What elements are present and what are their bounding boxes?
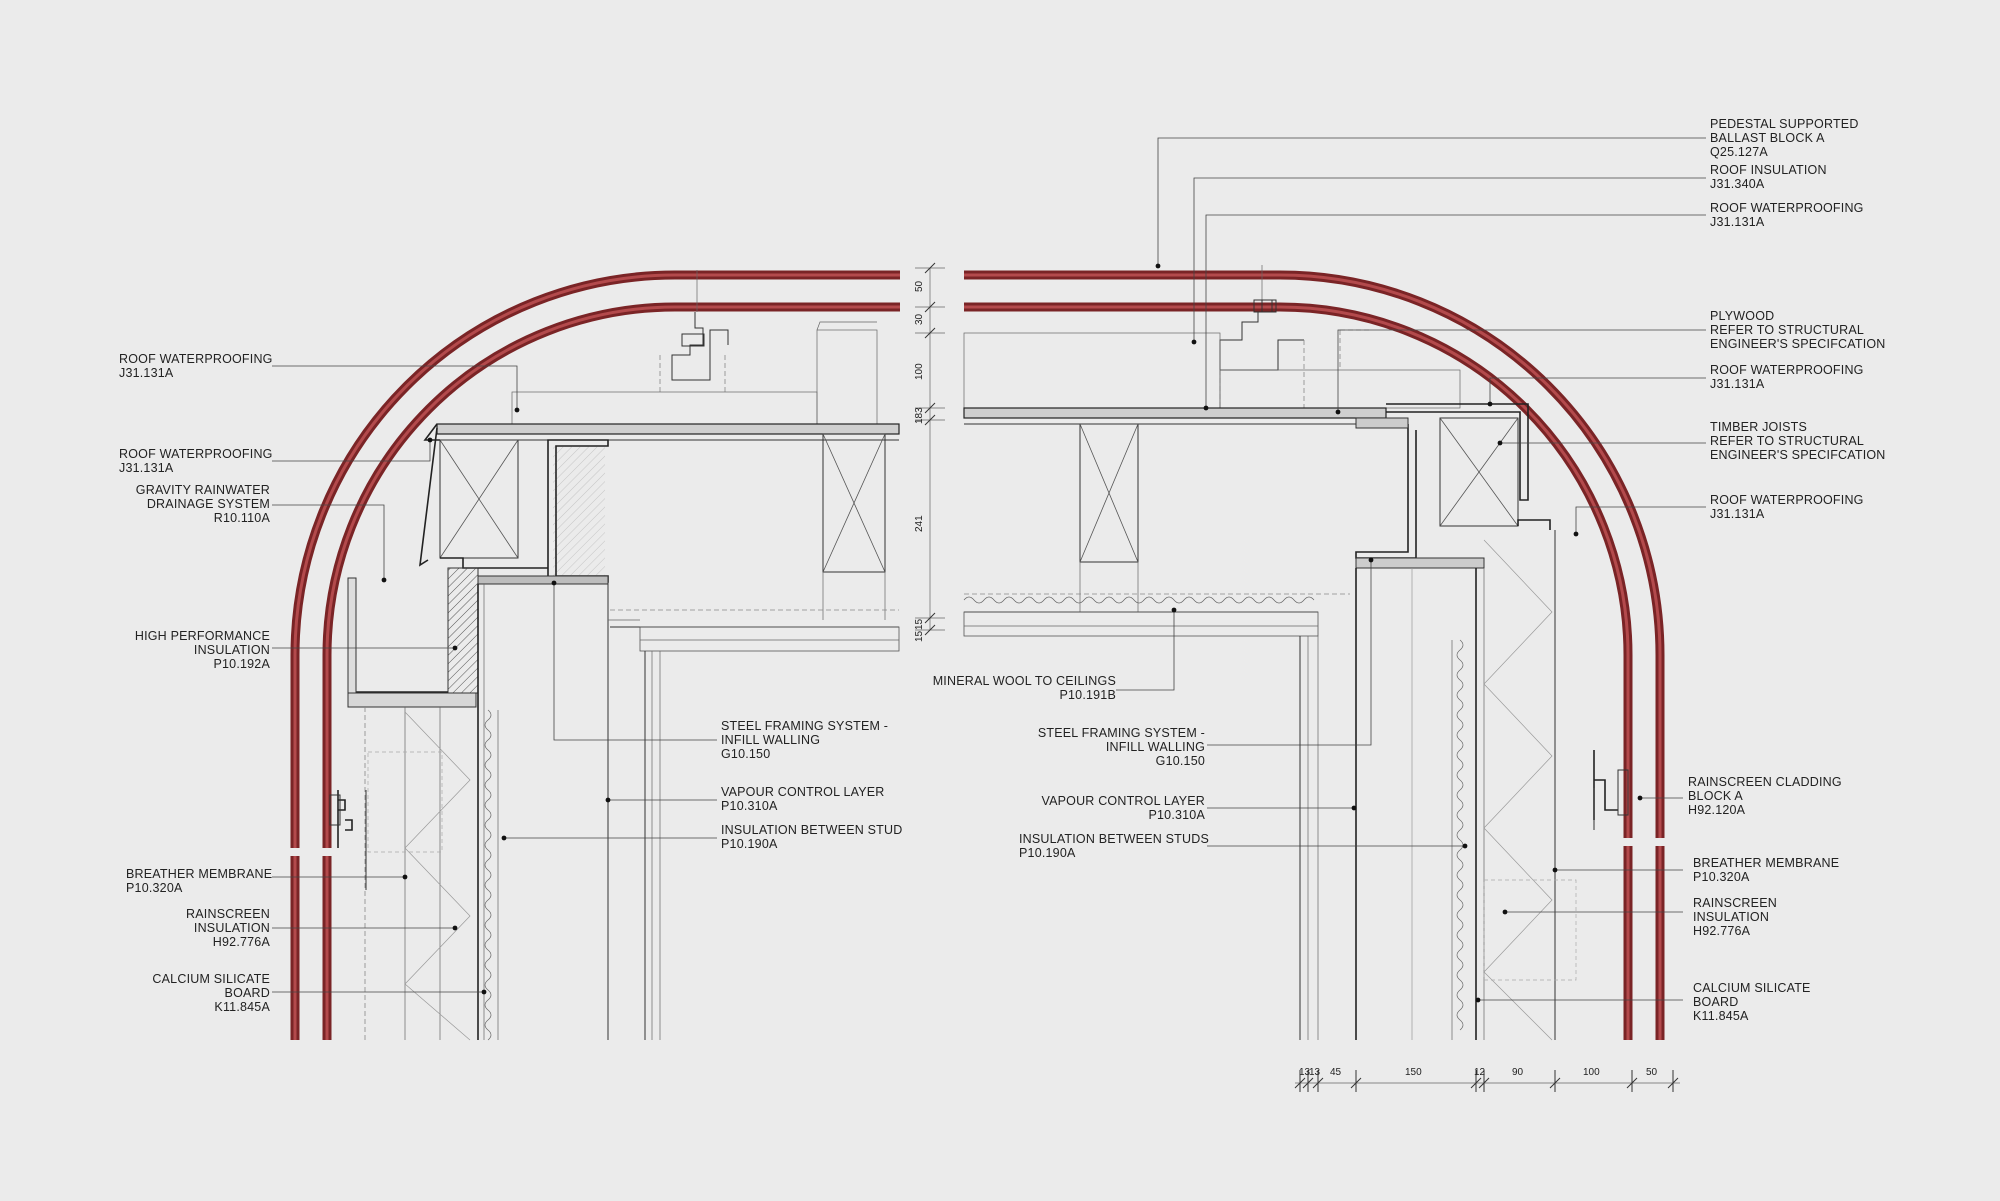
vertical-dimension-chain: 50 30 100 183 241 15 15	[914, 262, 945, 642]
dimension-183: 183	[914, 407, 925, 424]
dimension-50: 50	[1646, 1067, 1658, 1078]
horizontal-dimension-chain: 13 13 45 150 12 90 100 50	[1294, 1067, 1680, 1092]
dimension-100: 100	[914, 363, 925, 380]
right-roof-assembly	[963, 299, 1629, 1041]
dimension-15b: 15	[914, 630, 925, 642]
dimension-45: 45	[1330, 1067, 1342, 1078]
dimension-12: 12	[1474, 1067, 1486, 1078]
left-roof-assembly	[329, 312, 900, 1041]
dimension-13b: 13	[1309, 1067, 1321, 1078]
dimension-30: 30	[914, 313, 925, 325]
dimension-150: 150	[1405, 1067, 1422, 1078]
dimension-90: 90	[1512, 1067, 1524, 1078]
rainscreen-cladding-bands	[284, 265, 1671, 1040]
dimension-50: 50	[914, 280, 925, 292]
leader-dots	[381, 263, 1643, 1003]
dimension-13a: 13	[1299, 1067, 1311, 1078]
dimension-15a: 15	[914, 618, 925, 630]
dimension-100: 100	[1583, 1067, 1600, 1078]
leader-lines	[272, 137, 1706, 1001]
dimension-241: 241	[914, 515, 925, 532]
